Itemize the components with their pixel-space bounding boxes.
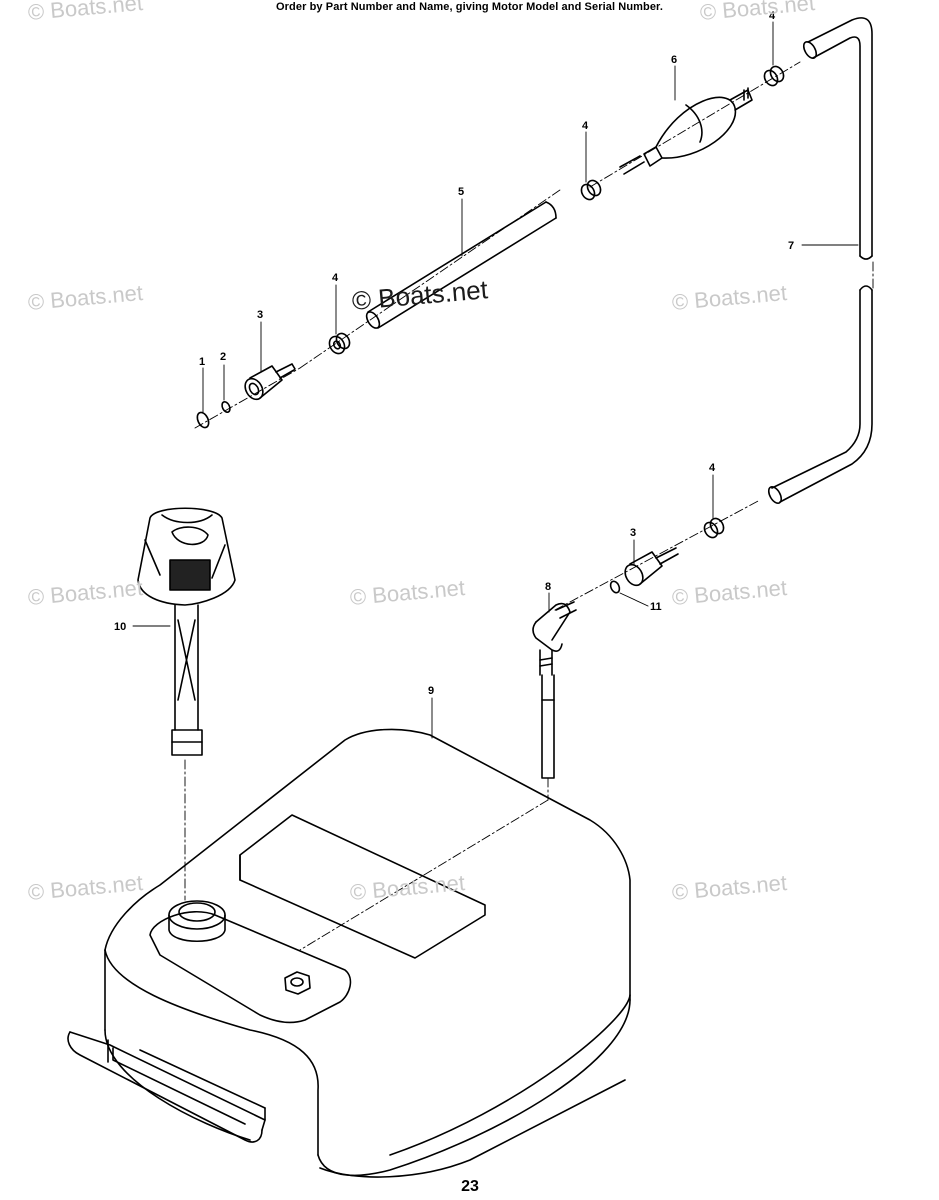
part-10-fuel-gauge — [137, 507, 236, 756]
page-number: 23 — [461, 1178, 479, 1195]
callout-6: 6 — [671, 54, 677, 66]
part-1-o-ring — [196, 411, 210, 429]
callout-2: 2 — [220, 351, 226, 363]
part-7-fuel-hose — [767, 17, 873, 504]
part-4-grommet-top — [763, 65, 785, 87]
leader-lines — [132, 21, 859, 739]
part-4-grommet-lower — [703, 517, 725, 539]
callout-numbers: 1 2 3 4 5 4 6 4 7 4 3 8 11 10 9 — [114, 10, 794, 697]
part-8-elbow-pickup-tube — [532, 601, 577, 779]
callout-4-top: 4 — [769, 10, 776, 22]
callout-10: 10 — [114, 621, 126, 633]
part-4-grommet-left — [328, 332, 351, 355]
part-2-o-ring — [221, 401, 231, 413]
callout-8: 8 — [545, 581, 551, 593]
callout-1: 1 — [199, 356, 205, 368]
callout-11: 11 — [650, 601, 662, 613]
part-4-grommet-mid — [580, 179, 602, 201]
order-instructions: Order by Part Number and Name, giving Mo… — [276, 1, 663, 13]
callout-9: 9 — [428, 685, 434, 697]
callout-4-lower: 4 — [709, 462, 716, 474]
part-3-connector-lower — [624, 547, 679, 587]
part-3-connector-upper — [244, 363, 296, 401]
callout-5: 5 — [458, 186, 464, 198]
centerlines — [184, 61, 874, 951]
callout-4-mid: 4 — [582, 120, 589, 132]
callout-3-lower: 3 — [630, 527, 636, 539]
part-5-fuel-hose — [365, 201, 557, 329]
callout-3-upper: 3 — [257, 309, 263, 321]
callout-7: 7 — [788, 240, 794, 252]
callout-4-left: 4 — [332, 272, 339, 284]
part-9-fuel-tank — [67, 728, 631, 1178]
part-11-o-ring — [609, 580, 621, 594]
part-6-primer-bulb — [619, 87, 753, 175]
